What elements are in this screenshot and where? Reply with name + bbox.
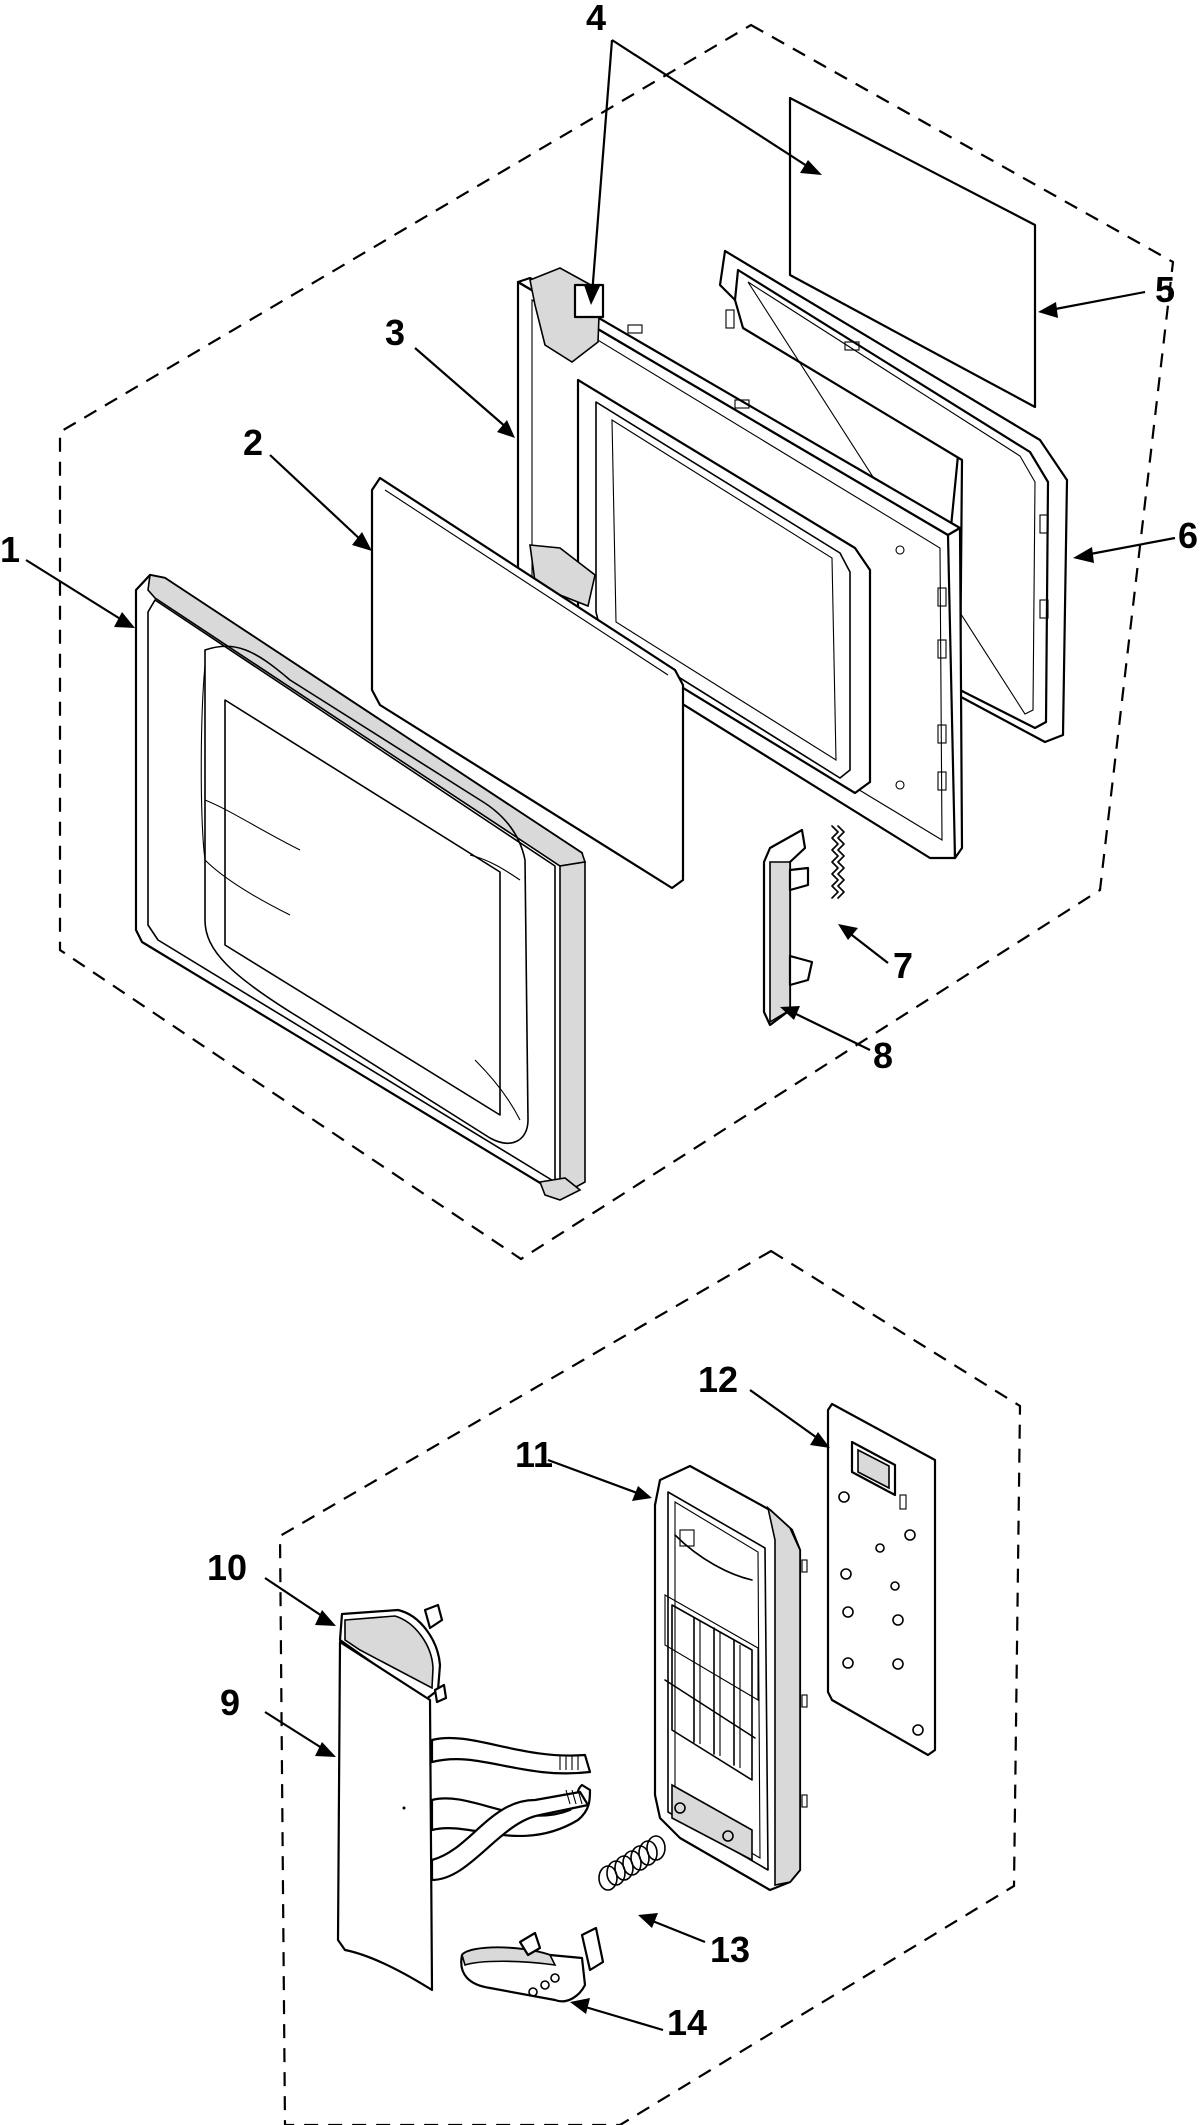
latch-spring-part: [831, 825, 845, 899]
callout-12: 12: [698, 1359, 738, 1400]
callout-14: 14: [667, 2002, 707, 2043]
door-screen-part: [370, 476, 685, 890]
callout-6: 6: [1178, 515, 1198, 556]
control-pcb-part: [826, 1402, 937, 1757]
leader-lines: [25, 39, 1176, 2032]
callout-7: 7: [893, 945, 913, 986]
callout-11: 11: [515, 1434, 553, 1475]
button-spring-part: [598, 1835, 666, 1891]
door-button-part: [460, 1926, 605, 2003]
callout-9: 9: [220, 1682, 240, 1723]
door-frame-part: [134, 573, 587, 1201]
window-sheet-part: [788, 96, 1037, 409]
panel-top-cover-part: [338, 1603, 448, 1704]
door-latch-part: [762, 828, 814, 1027]
callout-5: 5: [1155, 269, 1175, 310]
callout-4: 4: [586, 0, 606, 38]
control-frame-part: [653, 1464, 808, 1892]
callout-13: 13: [710, 1929, 750, 1970]
callout-8: 8: [873, 1035, 893, 1076]
callout-10: 10: [207, 1547, 247, 1588]
callout-2: 2: [243, 422, 263, 463]
door-assembly-boundary: [58, 23, 1175, 1261]
flat-cable-part: [430, 1736, 592, 1882]
callout-1: 1: [0, 529, 20, 570]
callout-3: 3: [385, 312, 405, 353]
control-assembly-boundary: [278, 1249, 1022, 2125]
callout-labels: 1 2 3 4 5 6 7 8 9 10 11 12 13 14: [0, 0, 1198, 2043]
front-panel-sheet-part: [336, 1640, 434, 1992]
